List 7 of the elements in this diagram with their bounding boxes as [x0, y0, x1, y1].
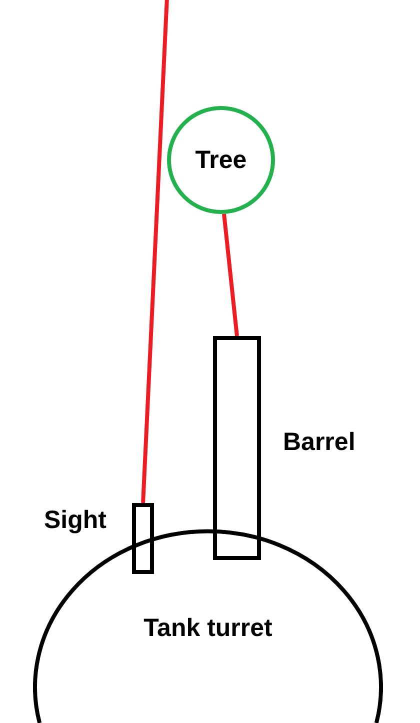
node-label: Tank turret	[144, 616, 272, 641]
connector-line	[222, 214, 239, 336]
tree-circle	[167, 106, 275, 214]
connector-line	[141, 0, 169, 504]
node-label: Barrel	[283, 430, 356, 455]
node-label: Tree	[195, 148, 247, 172]
node-label: Sight	[44, 508, 106, 533]
